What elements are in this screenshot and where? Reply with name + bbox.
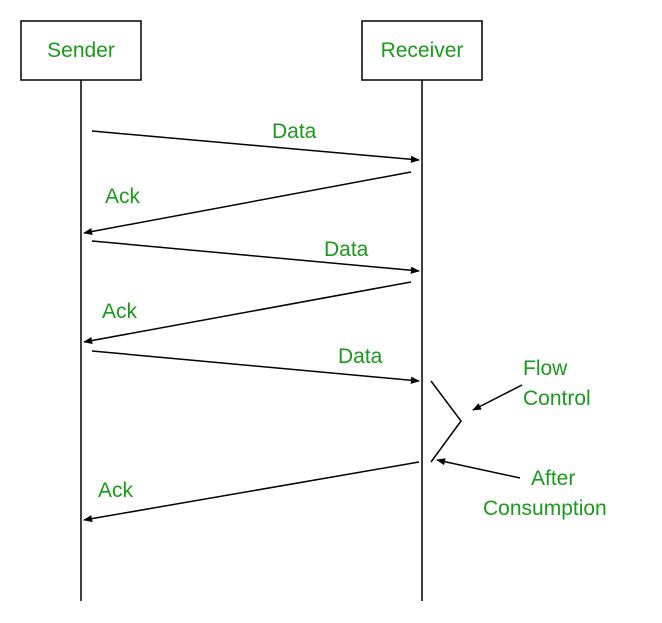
- after-consumption-label-line1: After: [531, 467, 575, 490]
- data-arrow-3: [91, 350, 420, 384]
- receiver-label: Receiver: [381, 39, 464, 62]
- ack-label-3: Ack: [98, 479, 134, 502]
- data-arrow-1: [91, 130, 420, 163]
- ack-arrow-2: [83, 281, 412, 345]
- data-label-1: Data: [272, 120, 317, 143]
- sender-label: Sender: [47, 39, 115, 62]
- data-label-2: Data: [324, 238, 369, 261]
- flow-control-bracket: [430, 380, 462, 463]
- after-consumption-label-line2: Consumption: [483, 497, 607, 520]
- flow-control-label-line1: Flow: [523, 357, 568, 380]
- data-label-3: Data: [338, 345, 383, 368]
- ack-label-1: Ack: [105, 185, 141, 208]
- receiver-box: [361, 20, 483, 81]
- flow-control-label-line2: Control: [523, 387, 591, 410]
- after-consumption-pointer: [436, 458, 521, 479]
- flow-control-pointer: [472, 384, 523, 411]
- ack-arrow-1: [83, 171, 412, 236]
- ack-arrow-3: [83, 461, 420, 523]
- ack-label-2: Ack: [102, 300, 138, 323]
- sender-box: [20, 20, 142, 81]
- data-arrow-2: [91, 240, 420, 274]
